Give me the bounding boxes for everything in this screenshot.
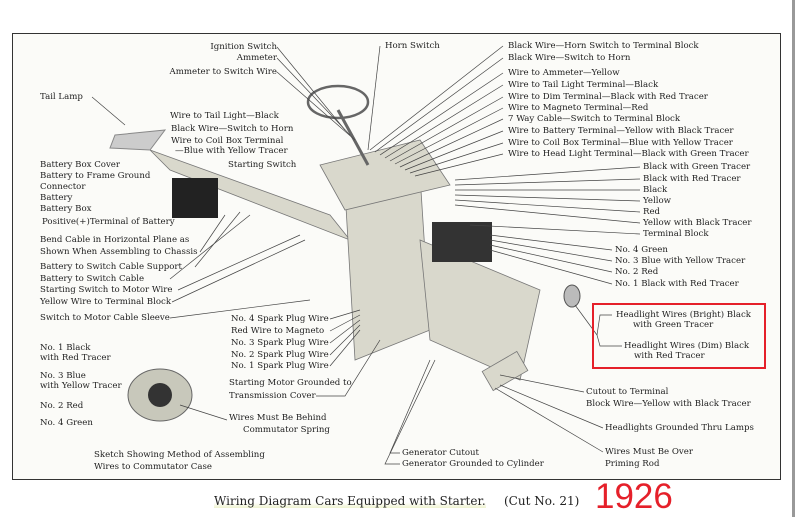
labels-right-label: No. 2 Red	[615, 267, 659, 277]
labels-right-label: Black with Red Tracer	[643, 174, 741, 184]
diagram-caption: Wiring Diagram Cars Equipped with Starte…	[214, 494, 486, 508]
commutator-sketch-label: with Yellow Tracer	[40, 381, 122, 391]
generator	[481, 350, 529, 392]
labels-right-label: Red	[643, 207, 661, 217]
labels-right-label: Wire to Tail Light Terminal—Black	[508, 80, 659, 90]
labels-center-label: Generator Grounded to Cylinder	[402, 459, 544, 469]
headlight-box-label: with Red Tracer	[634, 351, 705, 361]
labels-right-label: Black with Green Tracer	[643, 162, 751, 172]
labels-left-label: Tail Lamp	[40, 92, 83, 102]
page-edge	[792, 0, 795, 517]
labels-center-label: Wires Must Be Behind	[229, 413, 327, 423]
labels-left-label: Positive(+)Terminal of Battery	[42, 217, 175, 227]
labels-lower-right-label: Cutout to Terminal	[586, 387, 669, 397]
labels-left-label: Wire to Tail Light—Black	[170, 111, 279, 121]
labels-left-label: Ammeter	[236, 53, 277, 63]
tail-lamp-bracket	[109, 129, 167, 151]
labels-right-label: Wire to Ammeter—Yellow	[508, 68, 620, 78]
labels-right-label: Terminal Block	[643, 229, 709, 239]
labels-left-label: Connector	[40, 182, 86, 192]
labels-center-label: No. 3 Spark Plug Wire	[231, 338, 329, 348]
labels-lower-right-label: Block Wire—Yellow with Black Tracer	[586, 399, 751, 409]
labels-right-label: Yellow with Black Tracer	[643, 218, 752, 228]
labels-left-label: Battery to Switch Cable	[40, 274, 145, 284]
labels-right-label: No. 1 Black with Red Tracer	[615, 279, 739, 289]
labels-center-label: Commutator Spring	[243, 425, 330, 435]
labels-right-label: Black Wire—Switch to Horn	[508, 53, 631, 63]
labels-lower-right-label: Wires Must Be Over	[605, 447, 693, 457]
labels-right-label: Black	[643, 185, 668, 195]
labels-left-label: Starting Switch	[228, 160, 297, 170]
labels-center-label: Starting Motor Grounded to	[229, 378, 352, 388]
commutator-sketch-label: Wires to Commutator Case	[94, 462, 212, 472]
labels-left-label: —Blue with Yellow Tracer	[175, 146, 288, 156]
commutator-sketch-label: No. 1 Black	[40, 343, 91, 353]
labels-right-label: Wire to Magneto Terminal—Red	[508, 103, 649, 113]
labels-left-label: Battery Box Cover	[40, 160, 120, 170]
labels-lower-right-label: Priming Rod	[605, 459, 660, 469]
labels-left-label: Yellow Wire to Terminal Block	[40, 297, 172, 307]
labels-right-label: Yellow	[643, 196, 672, 206]
steering-wheel	[306, 84, 370, 120]
labels-right-label: No. 4 Green	[615, 245, 668, 255]
labels-center-label: Transmission Cover	[229, 391, 316, 401]
labels-left-label: Shown When Assembling to Chassis	[40, 247, 198, 257]
labels-right-label: Wire to Dim Terminal—Black with Red Trac…	[508, 92, 708, 102]
labels-right-label: Wire to Battery Terminal—Yellow with Bla…	[508, 126, 734, 136]
labels-lower-right-label: Headlights Grounded Thru Lamps	[605, 423, 754, 433]
terminal-block	[432, 222, 492, 262]
labels-left-label: Ignition Switch	[210, 42, 277, 52]
labels-right-label: Wire to Head Light Terminal—Black with G…	[508, 149, 749, 159]
labels-left-label: Black Wire—Switch to Horn	[171, 124, 294, 134]
headlight-highlight-box	[592, 303, 766, 369]
labels-center-label: Generator Cutout	[402, 448, 479, 458]
headlamp	[563, 284, 581, 308]
labels-left-label: Starting Switch to Motor Wire	[40, 285, 173, 295]
labels-center-label: Red Wire to Magneto	[231, 326, 325, 336]
engine-side	[419, 239, 541, 381]
labels-left-label: Wire to Coil Box Terminal	[171, 136, 284, 146]
headlight-box-label: Headlight Wires (Bright) Black	[616, 310, 751, 320]
labels-center-label: No. 1 Spark Plug Wire	[231, 361, 329, 371]
commutator-sketch-label: No. 4 Green	[40, 418, 93, 428]
headlight-box-label: with Green Tracer	[633, 320, 714, 330]
labels-left-label: Battery	[40, 193, 73, 203]
cut-number: (Cut No. 21)	[504, 494, 580, 508]
headlight-box-label: Headlight Wires (Dim) Black	[624, 341, 750, 351]
labels-right-label: 7 Way Cable—Switch to Terminal Block	[508, 114, 681, 124]
labels-center-label: No. 4 Spark Plug Wire	[231, 314, 329, 324]
commutator-sketch-label: Sketch Showing Method of Assembling	[94, 450, 265, 460]
labels-left-label: Battery to Switch Cable Support	[40, 262, 182, 272]
labels-center-label: No. 2 Spark Plug Wire	[231, 350, 329, 360]
labels-right-label: Wire to Coil Box Terminal—Blue with Yell…	[508, 138, 733, 148]
labels-left-label: Ammeter to Switch Wire	[169, 67, 277, 77]
labels-left-label: Battery Box	[40, 204, 92, 214]
labels-center-label: Horn Switch	[385, 41, 440, 51]
commutator-sketch-label: No. 3 Blue	[40, 371, 86, 381]
year-annotation: 1926	[595, 477, 673, 516]
labels-left-label: Bend Cable in Horizontal Plane as	[40, 235, 190, 245]
commutator-sketch-label: with Red Tracer	[40, 353, 111, 363]
labels-right-label: Black Wire—Horn Switch to Terminal Block	[508, 41, 699, 51]
labels-left-label: Switch to Motor Cable Sleeve	[40, 313, 170, 323]
leader-lines	[91, 45, 641, 465]
labels-left-label: Battery to Frame Ground	[40, 171, 151, 181]
battery	[172, 178, 218, 218]
commutator-sketch-label: No. 2 Red	[40, 401, 84, 411]
labels-right-label: No. 3 Blue with Yellow Tracer	[615, 256, 746, 266]
dash-cowl	[319, 139, 451, 211]
